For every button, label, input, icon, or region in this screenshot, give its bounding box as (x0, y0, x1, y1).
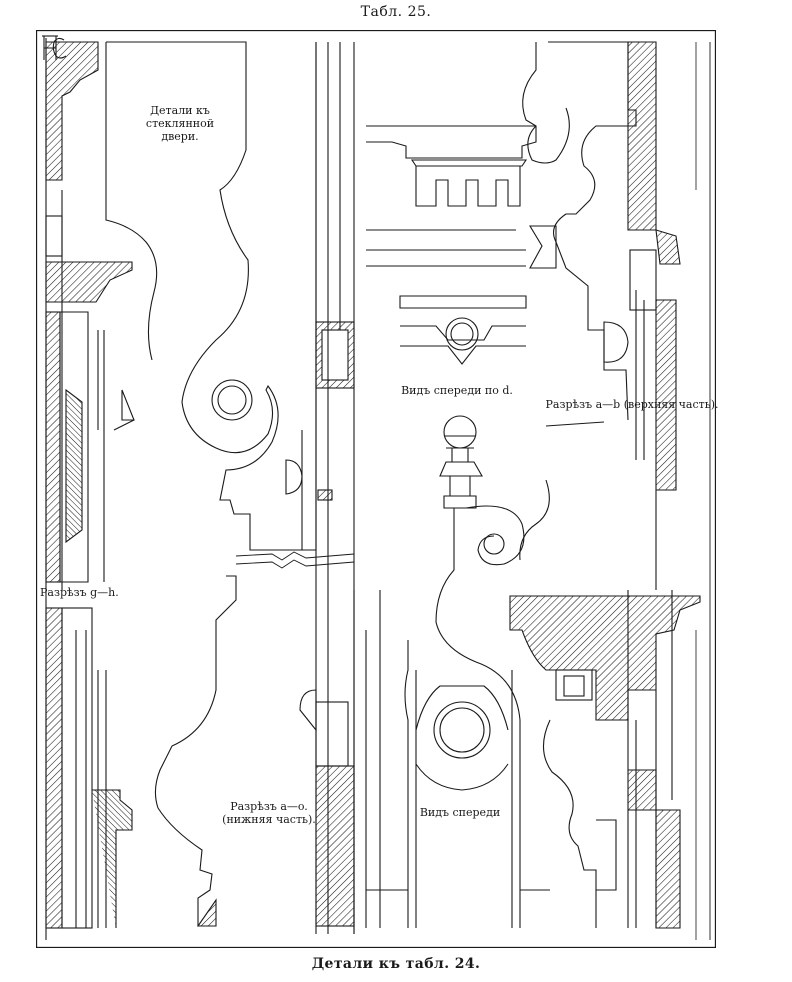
bracket-profile-lower (154, 575, 355, 934)
drawing-plate: Детали къ стеклянной двери. Видъ спереди… (36, 30, 719, 948)
section-ab-upper-drawing (519, 41, 681, 590)
technical-drawing (36, 30, 716, 948)
page-title: Табл. 25. (360, 4, 432, 20)
label-glass-door-details: Детали къ стеклянной двери. (145, 104, 215, 143)
plate-border (36, 30, 716, 948)
label-front-view: Видъ спереди (419, 806, 501, 819)
finial-and-scroll (435, 42, 537, 721)
cornice-front-view (366, 125, 537, 365)
pilaster-front-view (365, 590, 550, 928)
break-line (235, 551, 355, 561)
label-section-ab-bottom: Разрѣзъ a—o. (нижняя часть). (222, 800, 316, 826)
section-gh-drawing (45, 38, 135, 940)
bracket-profile-upper (105, 41, 355, 934)
section-ab-lower-drawing (509, 590, 701, 929)
artist-monogram-icon (42, 35, 67, 60)
plate-caption: Детали къ табл. 24. (311, 956, 481, 972)
label-front-view-d: Видъ спереди по d. (401, 384, 513, 397)
label-section-ab-top: Разрѣзъ a—b (верхняя часть). (545, 398, 719, 411)
label-section-gh: Разрѣзъ g—h. (40, 586, 119, 599)
